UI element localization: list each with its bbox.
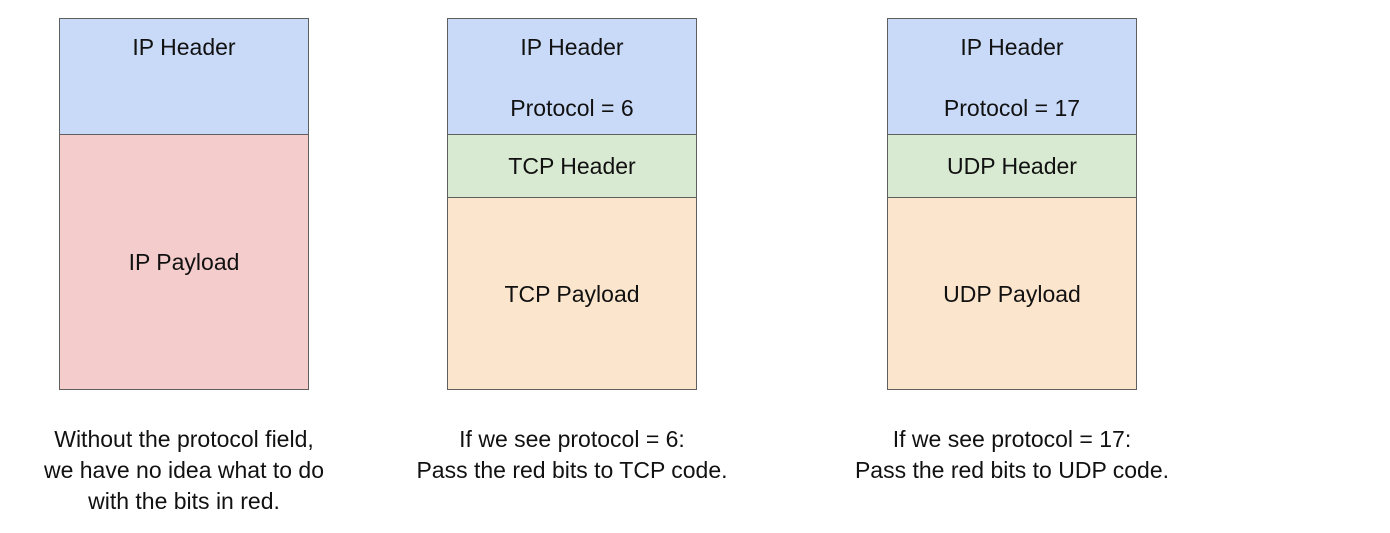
ip-payload-label: IP Payload: [128, 249, 240, 275]
caption-line: with the bits in red.: [88, 488, 280, 514]
tcp-header-block: TCP Header: [447, 134, 697, 198]
caption-line: we have no idea what to do: [43, 457, 325, 483]
caption-line: If we see protocol = 6:: [459, 426, 685, 452]
caption-line: Pass the red bits to UDP code.: [854, 457, 1170, 483]
ip-header-block: IP Header Protocol = 17: [887, 18, 1137, 135]
caption-line: Pass the red bits to TCP code.: [416, 457, 728, 483]
udp-header-label: UDP Header: [947, 153, 1077, 179]
ip-header-label: IP Header: [960, 34, 1064, 60]
caption-udp: If we see protocol = 17: Pass the red bi…: [832, 424, 1192, 486]
protocol-field-label: Protocol = 17: [943, 95, 1081, 121]
caption-line: If we see protocol = 17:: [892, 426, 1132, 452]
udp-payload-block: UDP Payload: [887, 197, 1137, 390]
caption-tcp: If we see protocol = 6: Pass the red bit…: [392, 424, 752, 486]
tcp-payload-label: TCP Payload: [504, 280, 640, 307]
ip-header-block: IP Header: [59, 18, 309, 135]
caption-unknown: Without the protocol field, we have no i…: [14, 424, 354, 517]
protocol-field-label: Protocol = 6: [510, 95, 634, 121]
caption-line: Without the protocol field,: [54, 426, 314, 452]
udp-header-block: UDP Header: [887, 134, 1137, 198]
tcp-header-label: TCP Header: [508, 153, 636, 179]
udp-payload-label: UDP Payload: [943, 280, 1081, 307]
ip-header-label: IP Header: [520, 34, 624, 60]
ip-header-label: IP Header: [132, 34, 236, 60]
ip-payload-block: IP Payload: [59, 134, 309, 390]
tcp-payload-block: TCP Payload: [447, 197, 697, 390]
ip-header-block: IP Header Protocol = 6: [447, 18, 697, 135]
